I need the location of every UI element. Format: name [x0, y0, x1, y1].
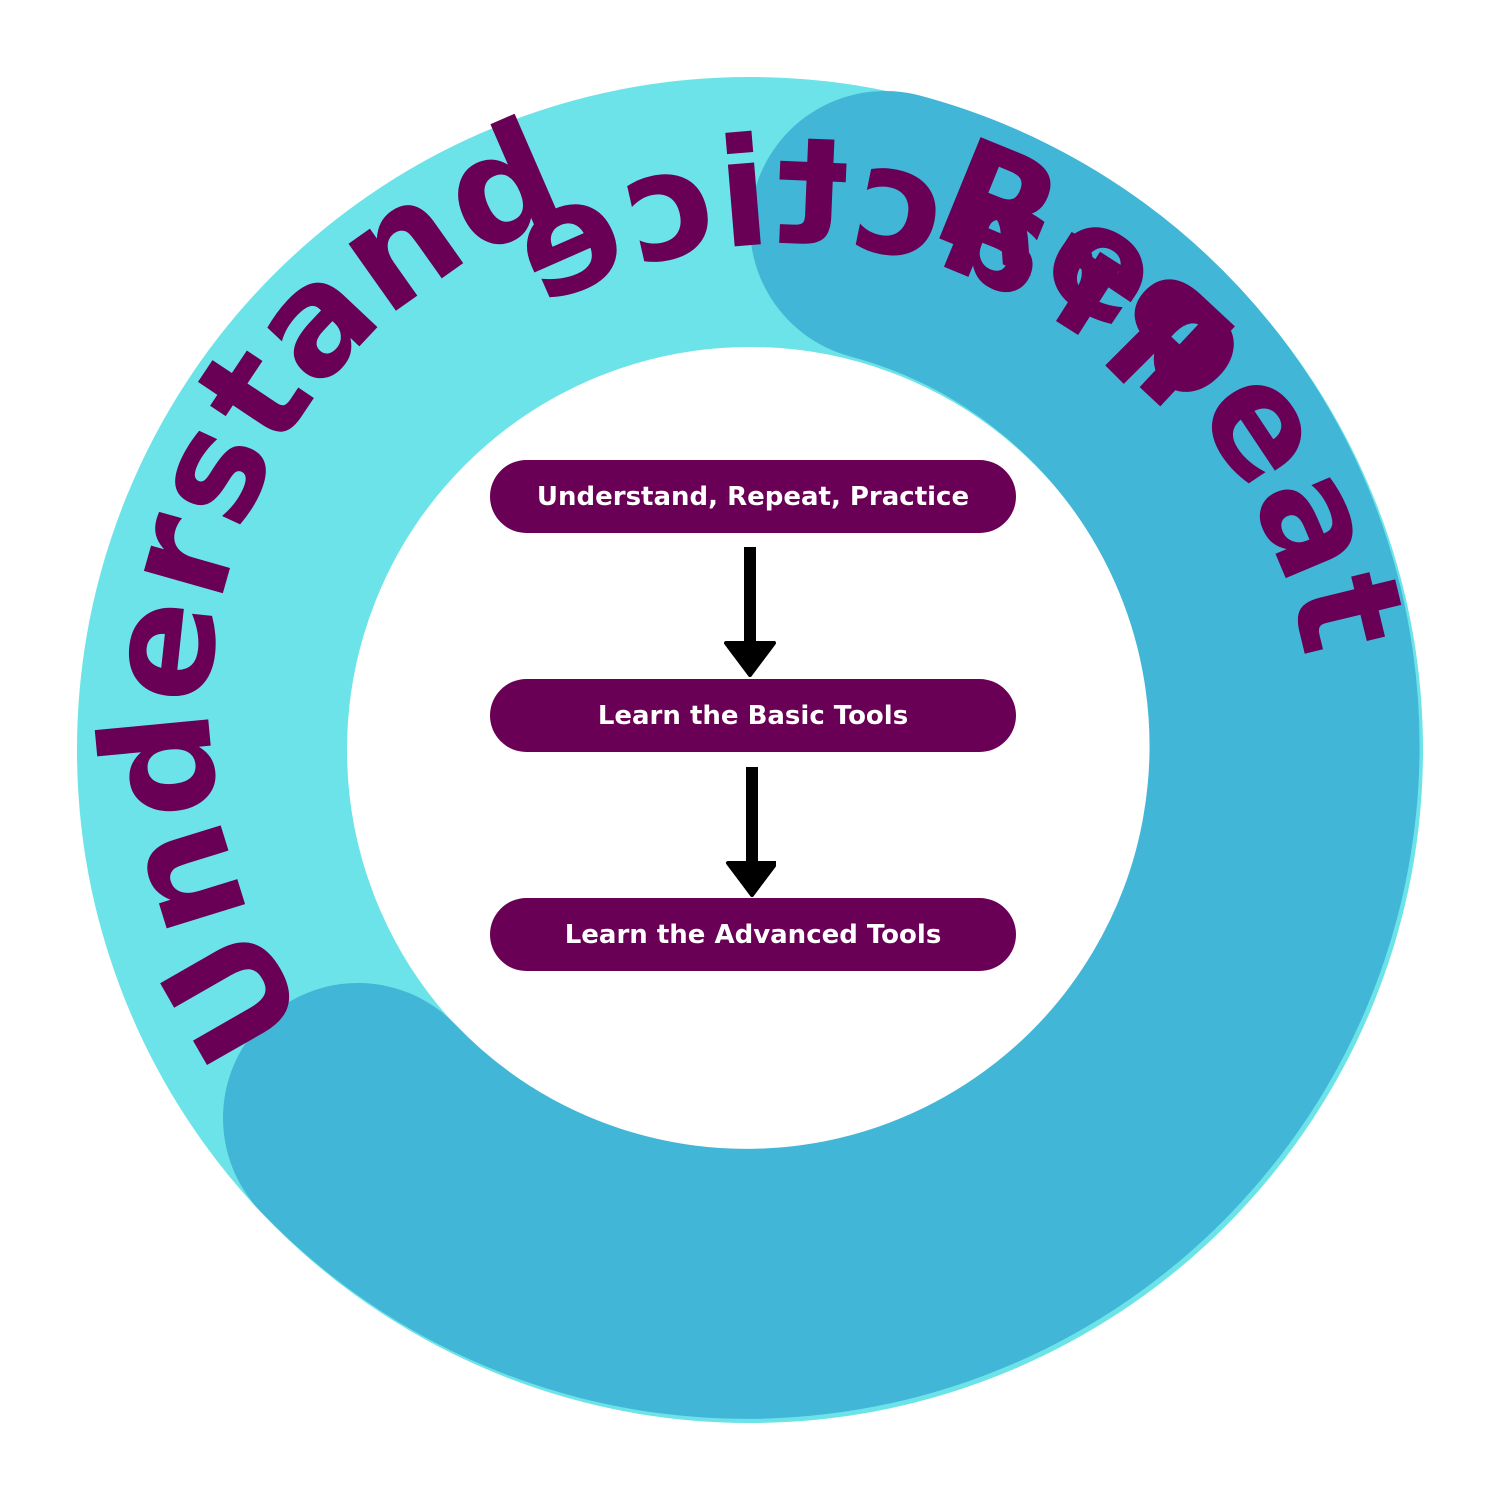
flow-step-label: Learn the Advanced Tools	[564, 919, 942, 950]
flow-step-understand-repeat-practice: Understand, Repeat, Practice	[490, 460, 1016, 533]
flow-step-label: Learn the Basic Tools	[597, 700, 909, 731]
ring-dark-band	[223, 91, 1420, 1419]
flow-step-advanced-tools: Learn the Advanced Tools	[490, 898, 1016, 971]
flow-step-label: Understand, Repeat, Practice	[536, 481, 970, 512]
flow-step-basic-tools: Learn the Basic Tools	[490, 679, 1016, 752]
arrow-down-icon	[726, 767, 776, 897]
arrow-down-icon	[724, 547, 776, 677]
